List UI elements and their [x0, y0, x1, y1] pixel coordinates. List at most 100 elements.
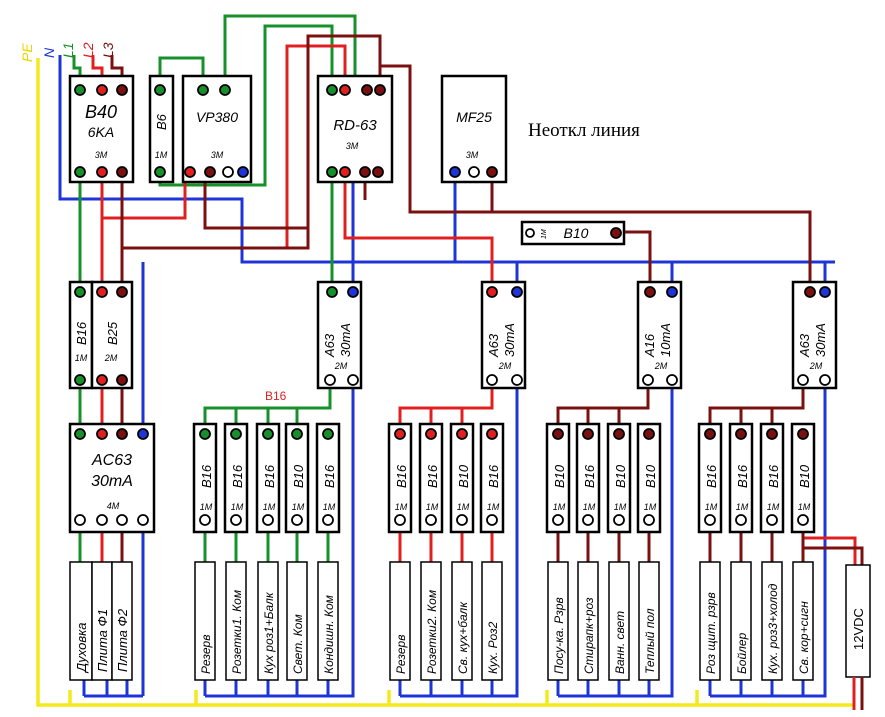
branch-breaker-mod: 1M	[767, 502, 780, 512]
branch-breaker	[387, 422, 413, 534]
ac63-mod: 4M	[107, 501, 120, 511]
rcd-1: A63 30mA 2M	[316, 280, 363, 390]
phase-labels: PE N L1 L2 L3	[19, 42, 116, 62]
rd63-label: RD-63	[333, 117, 377, 134]
branch-breaker-label: B16	[704, 464, 719, 488]
terminal	[394, 514, 406, 526]
branch-breaker-label: B16	[262, 464, 277, 488]
load-label: Ванн. свет	[613, 611, 627, 674]
load-box	[608, 561, 630, 681]
branch-breaker	[606, 422, 632, 534]
left-load-2: Плита Ф1	[95, 609, 110, 672]
branch-breaker-mod: 1M	[323, 502, 336, 512]
l2-label: L2	[80, 42, 96, 58]
branch-breaker	[418, 422, 444, 534]
branch-breaker-mod: 1M	[426, 502, 439, 512]
branch-breaker-label: B16	[486, 464, 501, 488]
b6-mod: 1M	[155, 150, 168, 160]
terminal	[322, 428, 334, 440]
terminal	[425, 428, 437, 440]
neutral-wiring	[58, 55, 835, 698]
branch-breaker-mod: 1M	[798, 502, 811, 512]
vp380-relay: VP380 3M	[181, 74, 253, 184]
branch-breaker-mod: 1M	[487, 502, 500, 512]
load-box	[577, 561, 599, 681]
load-label: Кондишн. Ком	[322, 595, 336, 674]
rcd-2-line1: A63	[486, 333, 501, 358]
terminal	[486, 428, 498, 440]
load-label: Стирапк+роз	[582, 597, 596, 674]
rcd-4-mod: 2M	[809, 361, 823, 371]
b40-mod: 3M	[95, 150, 108, 160]
rcd-4-line2: 30mA	[813, 323, 828, 357]
terminal	[199, 428, 211, 440]
terminal	[552, 428, 564, 440]
load-label: Розетки1. Ком	[230, 590, 244, 674]
branch-breaker	[192, 422, 218, 534]
terminal	[643, 514, 655, 526]
load-box	[389, 561, 411, 681]
b16-main-mod: 1M	[75, 353, 88, 363]
terminal	[766, 428, 778, 440]
rcd-2-mod: 2M	[498, 361, 512, 371]
load-box	[257, 561, 279, 681]
terminal	[199, 514, 211, 526]
branch-breaker	[223, 422, 249, 534]
pe-label: PE	[19, 43, 35, 62]
terminal	[230, 428, 242, 440]
terminal	[456, 514, 468, 526]
rd63-mod: 3M	[346, 141, 359, 151]
load-box	[638, 561, 660, 681]
rcd-1-line1: A63	[322, 333, 337, 358]
branch-breaker-label: B16	[322, 464, 337, 488]
branch-breaker-label: B10	[643, 464, 658, 488]
branch-breaker-label: B16	[582, 464, 597, 488]
mf25-label: MF25	[456, 109, 492, 125]
branch-breaker-mod: 1M	[644, 502, 657, 512]
branch-breaker-label: B16	[735, 464, 750, 488]
terminal	[582, 428, 594, 440]
rcd-3-line1: A16	[642, 333, 657, 358]
load-box	[699, 561, 721, 681]
load-label: Св. кор+сигн	[797, 601, 811, 674]
load-box	[286, 561, 308, 681]
branch-breaker	[575, 422, 601, 534]
terminal	[456, 428, 468, 440]
branch-breaker-label: B10	[291, 464, 306, 488]
load-box	[225, 561, 247, 681]
b10-inline-pre: 1M	[541, 229, 548, 239]
load-box	[481, 561, 503, 681]
terminal	[394, 428, 406, 440]
branch-breaker-mod: 1M	[231, 502, 244, 512]
load-box	[792, 561, 814, 681]
branch-breaker-mod: 1M	[395, 502, 408, 512]
pe-wiring	[36, 58, 855, 707]
b25-label: B25	[105, 321, 120, 345]
branch-breaker-mod: 1M	[457, 502, 470, 512]
terminal	[582, 514, 594, 526]
branch-breaker-label: B16	[425, 464, 440, 488]
branch-breaker	[728, 422, 754, 534]
branch-breaker-label: B10	[552, 464, 567, 488]
load-label: Свет. Ком	[291, 614, 305, 674]
b6-breaker: B6 1M	[148, 74, 175, 184]
load-box	[317, 561, 339, 681]
load-label: Теплый пол	[643, 608, 657, 674]
rcd-2: A63 30mA 2M	[480, 280, 527, 390]
terminals	[74, 84, 831, 526]
terminal	[291, 428, 303, 440]
terminal	[613, 428, 625, 440]
terminal	[797, 428, 809, 440]
b40-line1: B40	[85, 102, 117, 122]
load-label: Бойлер	[735, 632, 749, 674]
branch-breaker-label: B16	[766, 464, 781, 488]
b25-mod: 2M	[104, 353, 118, 363]
n-label: N	[41, 47, 57, 58]
branch-breaker-mod: 1M	[292, 502, 305, 512]
b16-main-breaker: B16 1M	[68, 280, 94, 390]
terminal	[735, 514, 747, 526]
b16-main-label: B16	[74, 321, 89, 345]
rcd-3-line2: 10mA	[658, 323, 673, 357]
